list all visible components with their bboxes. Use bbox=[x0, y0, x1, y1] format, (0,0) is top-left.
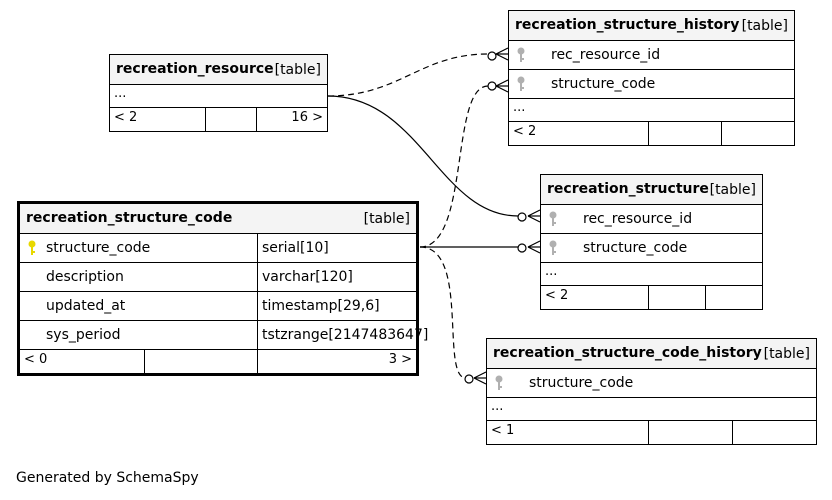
table-recreation-structure-history[interactable]: recreation_structure_history [table] rec… bbox=[508, 10, 795, 146]
foreign-key-icon bbox=[549, 211, 557, 226]
foreign-key-icon bbox=[549, 240, 557, 255]
crowfoot-history-code bbox=[487, 79, 509, 93]
table-recreation-resource[interactable]: recreation_resource [table] ... < 2 16 > bbox=[109, 54, 328, 132]
table-header: recreation_structure_code_history [table… bbox=[487, 339, 816, 369]
table-footer: < 2 bbox=[541, 286, 762, 309]
table-type: [table] bbox=[709, 182, 756, 198]
column-row[interactable]: description varchar[120] bbox=[20, 263, 416, 292]
table-footer: < 2 16 > bbox=[110, 108, 327, 131]
table-name[interactable]: recreation_structure_code bbox=[26, 210, 233, 226]
parent-count[interactable]: < 1 bbox=[491, 423, 515, 438]
table-name[interactable]: recreation_structure_history bbox=[515, 17, 740, 33]
column-row[interactable]: structure_code bbox=[487, 369, 816, 398]
column-row[interactable]: rec_resource_id bbox=[509, 41, 794, 70]
column-type: timestamp[29,6] bbox=[262, 298, 380, 314]
parent-count[interactable]: < 2 bbox=[513, 124, 537, 139]
edge-resource-to-history bbox=[327, 53, 489, 97]
more-columns-ellipsis: ... bbox=[110, 85, 327, 108]
more-columns-ellipsis: ... bbox=[541, 263, 762, 286]
column-type: tstzrange[2147483647] bbox=[262, 327, 429, 343]
more-columns-ellipsis: ... bbox=[509, 99, 794, 122]
table-type: [table] bbox=[363, 211, 410, 227]
edge-resource-to-structure bbox=[327, 95, 519, 217]
foreign-key-icon bbox=[517, 76, 525, 91]
more-columns-ellipsis: ... bbox=[487, 398, 816, 421]
column-name: structure_code bbox=[551, 76, 656, 92]
column-name: structure_code bbox=[583, 240, 688, 256]
crowfoot-structure-code bbox=[517, 240, 541, 254]
generated-by-text: Generated by SchemaSpy bbox=[16, 470, 199, 486]
table-recreation-structure[interactable]: recreation_structure [table] rec_resourc… bbox=[540, 174, 763, 310]
table-header: recreation_resource [table] bbox=[110, 55, 327, 85]
column-row[interactable]: updated_at timestamp[29,6] bbox=[20, 292, 416, 321]
column-row[interactable]: rec_resource_id bbox=[541, 205, 762, 234]
child-count[interactable]: 16 > bbox=[291, 110, 323, 125]
parent-count[interactable]: < 2 bbox=[114, 110, 138, 125]
table-name[interactable]: recreation_structure_code_history bbox=[493, 345, 762, 361]
crowfoot-history-rec bbox=[487, 47, 509, 61]
foreign-key-icon bbox=[495, 375, 503, 390]
child-count[interactable]: 3 > bbox=[388, 352, 412, 367]
edge-code-to-code-history bbox=[419, 246, 467, 379]
crowfoot-structure-rec bbox=[517, 209, 541, 223]
table-type: [table] bbox=[741, 18, 788, 34]
crowfoot-code-history bbox=[464, 371, 487, 385]
column-type: serial[10] bbox=[262, 240, 329, 256]
column-name: structure_code bbox=[529, 375, 634, 391]
table-name[interactable]: recreation_resource bbox=[116, 61, 274, 77]
edge-code-to-history bbox=[419, 85, 489, 248]
column-row[interactable]: structure_code serial[10] bbox=[20, 234, 416, 263]
column-row[interactable]: sys_period tstzrange[2147483647] bbox=[20, 321, 428, 350]
column-name: updated_at bbox=[46, 298, 126, 314]
column-name: sys_period bbox=[46, 327, 121, 343]
column-name: rec_resource_id bbox=[583, 211, 693, 227]
column-name: description bbox=[46, 269, 124, 285]
column-name: structure_code bbox=[46, 240, 151, 256]
column-row[interactable]: structure_code bbox=[509, 70, 794, 99]
table-footer: < 2 bbox=[509, 122, 794, 145]
column-name: rec_resource_id bbox=[551, 47, 661, 63]
column-type: varchar[120] bbox=[262, 269, 353, 285]
table-recreation-structure-code-history[interactable]: recreation_structure_code_history [table… bbox=[486, 338, 817, 445]
table-type: [table] bbox=[763, 346, 810, 362]
table-type: [table] bbox=[274, 62, 321, 78]
table-recreation-structure-code[interactable]: recreation_structure_code [table] struct… bbox=[17, 201, 428, 376]
foreign-key-icon bbox=[517, 47, 525, 62]
parent-count[interactable]: < 0 bbox=[24, 352, 48, 367]
table-header: recreation_structure_code [table] bbox=[20, 204, 416, 234]
table-footer: < 0 3 > bbox=[20, 350, 416, 373]
table-header: recreation_structure_history [table] bbox=[509, 11, 794, 41]
table-name[interactable]: recreation_structure bbox=[547, 181, 709, 197]
table-header: recreation_structure [table] bbox=[541, 175, 762, 205]
primary-key-icon bbox=[28, 240, 36, 255]
parent-count[interactable]: < 2 bbox=[545, 288, 569, 303]
table-footer: < 1 bbox=[487, 421, 816, 444]
column-row[interactable]: structure_code bbox=[541, 234, 762, 263]
